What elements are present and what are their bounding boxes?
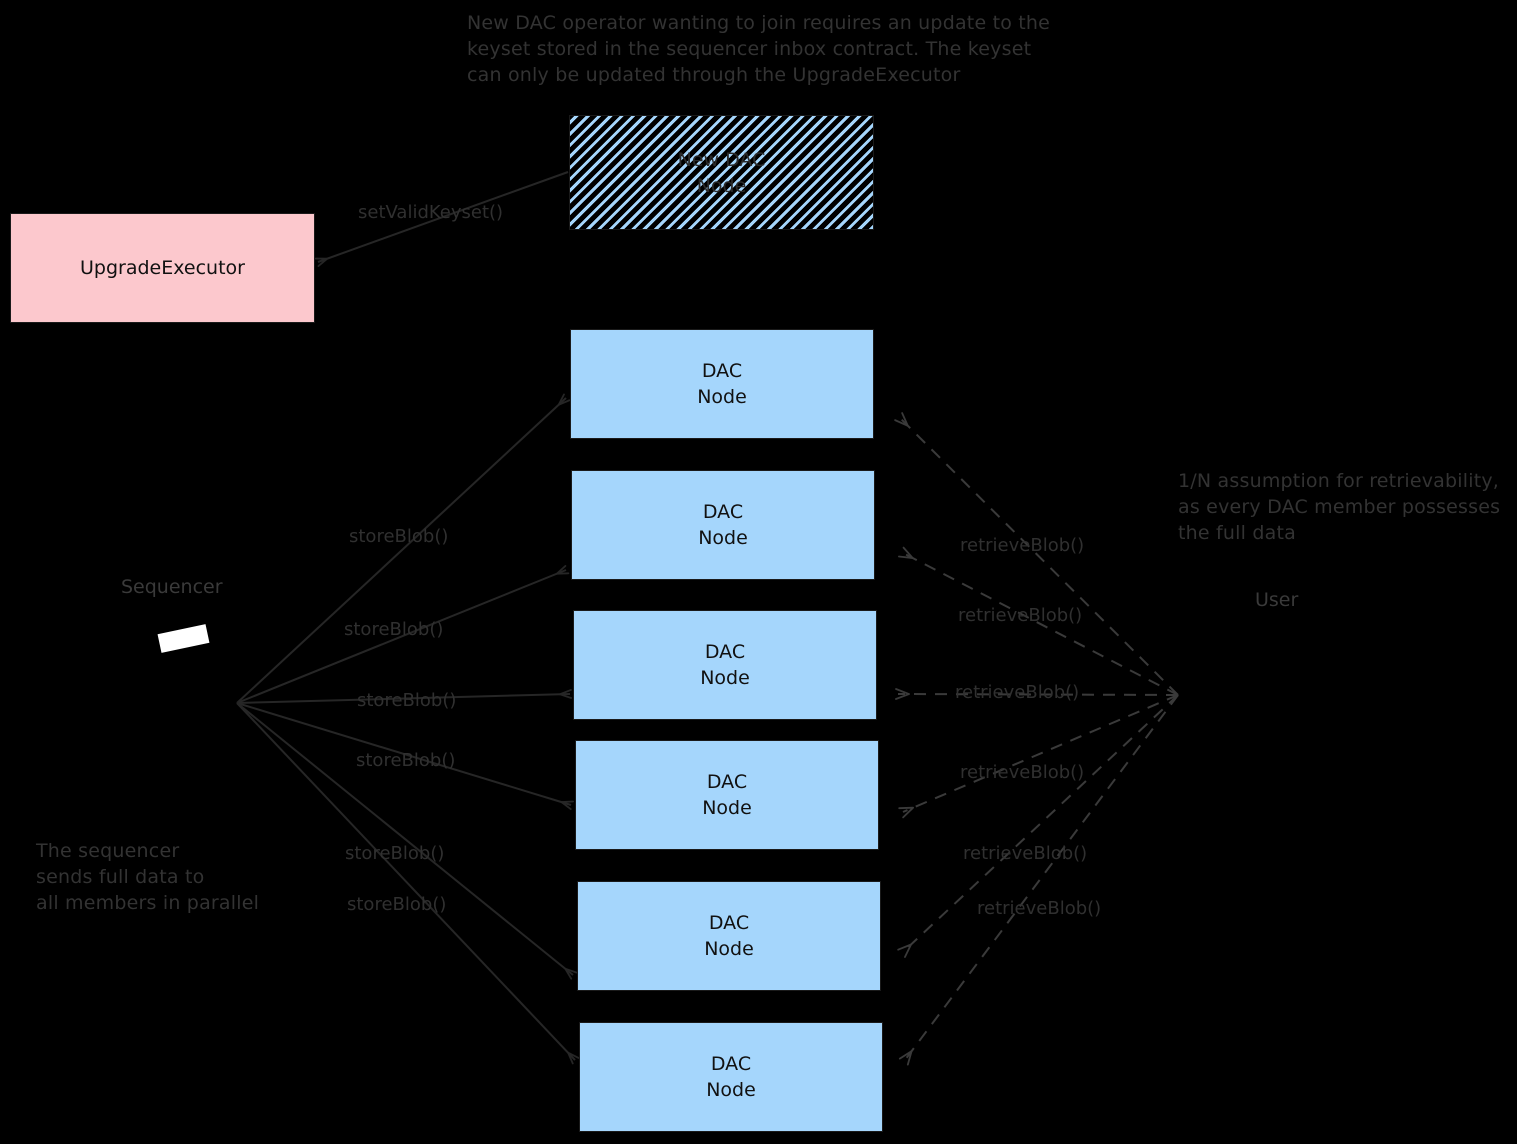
sequencer-label: Sequencer: [121, 576, 223, 598]
note-top: New DAC operator wanting to join require…: [467, 12, 1051, 86]
edge-store-blob-group: [236, 393, 580, 1065]
edge-label-store-blob-1: storeBlob(): [349, 526, 449, 547]
edge-label-retrieve-blob-2: retrieveBlob(): [958, 605, 1083, 626]
dac-node-box-6[interactable]: DAC Node: [579, 1022, 883, 1132]
edge-label-retrieve-blob-6: retrieveBlob(): [977, 898, 1102, 919]
edge-label-retrieve-blob-4: retrieveBlob(): [960, 762, 1085, 783]
upgrade-executor-box[interactable]: UpgradeExecutor: [10, 213, 315, 323]
dac-node-box-5[interactable]: DAC Node: [577, 881, 881, 991]
edge-label-set-valid-keyset: setValidKeyset(): [358, 202, 504, 223]
edge-label-store-blob-2: storeBlob(): [344, 619, 444, 640]
dac-node-box-2[interactable]: DAC Node: [571, 470, 875, 580]
new-dac-node-box[interactable]: New DAC Node: [569, 115, 874, 230]
dac-node-box-3[interactable]: DAC Node: [573, 610, 877, 720]
edge-label-store-blob-6: storeBlob(): [347, 894, 447, 915]
edge-set-valid-keyset: [314, 171, 569, 268]
note-right: 1/N assumption for retrievability, as ev…: [1178, 470, 1501, 544]
edge-retrieve-blob-group: [894, 412, 1179, 1066]
dac-node-box-4[interactable]: DAC Node: [575, 740, 879, 850]
edge-label-retrieve-blob-3: retrieveBlob(): [955, 682, 1080, 703]
edge-label-retrieve-blob-5: retrieveBlob(): [963, 843, 1088, 864]
edge-label-retrieve-blob-1: retrieveBlob(): [960, 535, 1085, 556]
edge-label-store-blob-3: storeBlob(): [357, 690, 457, 711]
edge-label-store-blob-4: storeBlob(): [356, 750, 456, 771]
user-label: User: [1255, 589, 1299, 611]
dac-node-box-1[interactable]: DAC Node: [570, 329, 874, 439]
note-bottom-left: The sequencer sends full data to all mem…: [36, 840, 260, 914]
edge-label-store-blob-5: storeBlob(): [345, 843, 445, 864]
